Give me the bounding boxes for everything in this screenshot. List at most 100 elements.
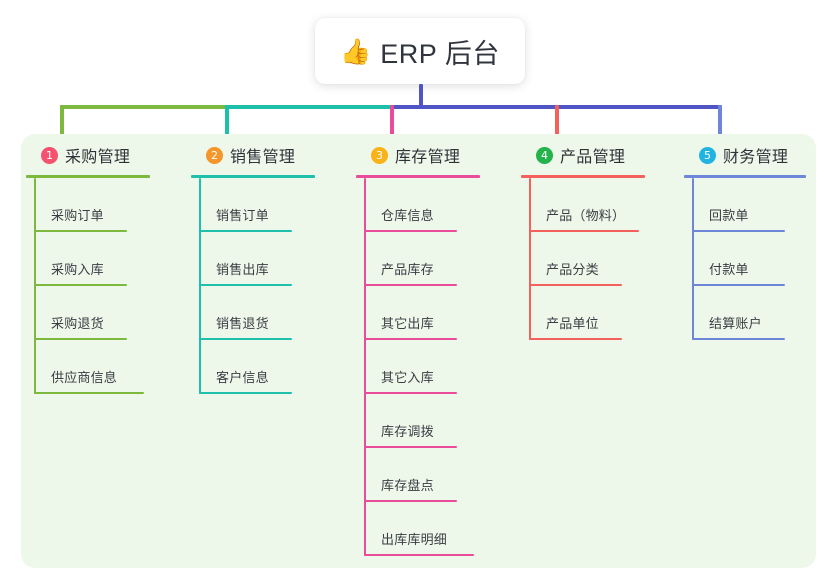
branch-item[interactable]: 结算账户 — [684, 286, 806, 340]
branch-item-rule — [199, 284, 292, 286]
branch-item-rule — [529, 338, 622, 340]
branch-item-rule — [199, 338, 292, 340]
branch-item-rule — [692, 338, 785, 340]
branch-number-badge: 4 — [536, 146, 553, 164]
branch-item-label: 其它入库 — [381, 370, 434, 385]
branch-item-label: 客户信息 — [216, 370, 269, 385]
branch-header-4[interactable]: 4 产品管理 — [521, 142, 645, 168]
branch-item[interactable]: 产品单位 — [521, 286, 645, 340]
branch-column-1: 1 采购管理采购订单采购入库采购退货供应商信息 — [26, 142, 150, 394]
connector-drop-3 — [390, 105, 394, 140]
branch-item-label: 供应商信息 — [51, 370, 118, 385]
branch-item-rule — [364, 392, 457, 394]
connector-bar-segment — [60, 105, 227, 109]
branch-item-label: 采购订单 — [51, 208, 104, 223]
branch-title: 采购管理 — [65, 149, 131, 166]
branch-header-3[interactable]: 3 库存管理 — [356, 142, 480, 168]
branch-column-2: 2 销售管理销售订单销售出库销售退货客户信息 — [191, 142, 315, 394]
branch-spine — [34, 178, 36, 394]
thumbs-up-icon: 👍 — [340, 37, 372, 66]
root-title: ERP 后台 — [380, 38, 500, 69]
branch-item[interactable]: 出库库明细 — [356, 502, 480, 556]
branch-item-rule — [364, 230, 457, 232]
branch-title: 财务管理 — [723, 149, 789, 166]
branch-item-rule — [34, 392, 144, 394]
branch-item-label: 仓库信息 — [381, 208, 434, 223]
branch-header-2[interactable]: 2 销售管理 — [191, 142, 315, 168]
branch-spine — [529, 178, 531, 340]
branch-item[interactable]: 回款单 — [684, 178, 806, 232]
branch-number-badge: 1 — [41, 146, 58, 164]
branch-item-label: 库存调拨 — [381, 424, 434, 439]
branch-item-rule — [199, 230, 292, 232]
branch-item[interactable]: 客户信息 — [191, 340, 315, 394]
branch-item[interactable]: 供应商信息 — [26, 340, 150, 394]
branch-item-rule — [364, 446, 457, 448]
branch-column-4: 4 产品管理产品（物料） 产品分类产品单位 — [521, 142, 645, 340]
branch-header-rule — [191, 175, 315, 178]
branch-items: 产品（物料） 产品分类产品单位 — [521, 178, 645, 340]
branch-item[interactable]: 产品分类 — [521, 232, 645, 286]
branch-header-5[interactable]: 5 财务管理 — [684, 142, 806, 168]
branch-item[interactable]: 其它入库 — [356, 340, 480, 394]
branch-item[interactable]: 产品（物料） — [521, 178, 645, 232]
branch-item-rule — [34, 338, 127, 340]
branch-spine — [364, 178, 366, 556]
branch-item[interactable]: 其它出库 — [356, 286, 480, 340]
branch-item[interactable]: 付款单 — [684, 232, 806, 286]
branch-item[interactable]: 产品库存 — [356, 232, 480, 286]
branch-item-rule — [529, 230, 639, 232]
branch-item-label: 结算账户 — [709, 316, 762, 331]
branch-item[interactable]: 销售订单 — [191, 178, 315, 232]
branch-column-3: 3 库存管理仓库信息产品库存其它出库其它入库库存调拨库存盘点出库库明细 — [356, 142, 480, 556]
branch-item-label: 销售退货 — [216, 316, 269, 331]
branch-item-rule — [364, 500, 457, 502]
connector-drop-1 — [60, 105, 64, 140]
branch-header-1[interactable]: 1 采购管理 — [26, 142, 150, 168]
branch-item-label: 产品（物料） — [546, 208, 626, 223]
branches-panel: 1 采购管理采购订单采购入库采购退货供应商信息 2 销售管理销售订单销售出库销售退货客… — [21, 134, 816, 568]
branch-item[interactable]: 采购退货 — [26, 286, 150, 340]
branch-item[interactable]: 销售退货 — [191, 286, 315, 340]
branch-item-rule — [34, 284, 127, 286]
branch-item[interactable]: 仓库信息 — [356, 178, 480, 232]
branch-items: 仓库信息产品库存其它出库其它入库库存调拨库存盘点出库库明细 — [356, 178, 480, 556]
branch-number-badge: 2 — [206, 146, 223, 164]
branch-item-rule — [364, 338, 457, 340]
branch-item-rule — [34, 230, 127, 232]
branch-items: 回款单付款单结算账户 — [684, 178, 806, 340]
branch-item[interactable]: 销售出库 — [191, 232, 315, 286]
branch-number-badge: 3 — [371, 146, 388, 164]
branch-item-label: 产品分类 — [546, 262, 599, 277]
root-node-card[interactable]: 👍 ERP 后台 — [315, 18, 525, 84]
branch-title: 销售管理 — [230, 149, 296, 166]
branch-item[interactable]: 库存盘点 — [356, 448, 480, 502]
branch-item-label: 其它出库 — [381, 316, 434, 331]
branch-item[interactable]: 采购订单 — [26, 178, 150, 232]
connector-drop-5 — [718, 105, 722, 140]
branch-item-label: 销售订单 — [216, 208, 269, 223]
branch-items: 销售订单销售出库销售退货客户信息 — [191, 178, 315, 394]
branch-number-badge: 5 — [699, 146, 716, 164]
root-stem-connector — [419, 84, 423, 108]
branch-item-rule — [199, 392, 292, 394]
branch-item[interactable]: 采购入库 — [26, 232, 150, 286]
branch-item-label: 出库库明细 — [381, 532, 448, 547]
branch-item-label: 采购退货 — [51, 316, 104, 331]
branch-spine — [199, 178, 201, 394]
branch-item-rule — [364, 284, 457, 286]
branch-title: 产品管理 — [560, 149, 626, 166]
branch-item-label: 销售出库 — [216, 262, 269, 277]
branch-header-rule — [26, 175, 150, 178]
branch-title: 库存管理 — [395, 149, 461, 166]
branch-header-rule — [684, 175, 806, 178]
branch-spine — [692, 178, 694, 340]
branch-header-rule — [356, 175, 480, 178]
branch-items: 采购订单采购入库采购退货供应商信息 — [26, 178, 150, 394]
branch-header-rule — [521, 175, 645, 178]
connector-drop-4 — [555, 105, 559, 140]
branch-item-rule — [692, 230, 785, 232]
branch-item-label: 采购入库 — [51, 262, 104, 277]
branch-item[interactable]: 库存调拨 — [356, 394, 480, 448]
branch-item-label: 产品库存 — [381, 262, 434, 277]
